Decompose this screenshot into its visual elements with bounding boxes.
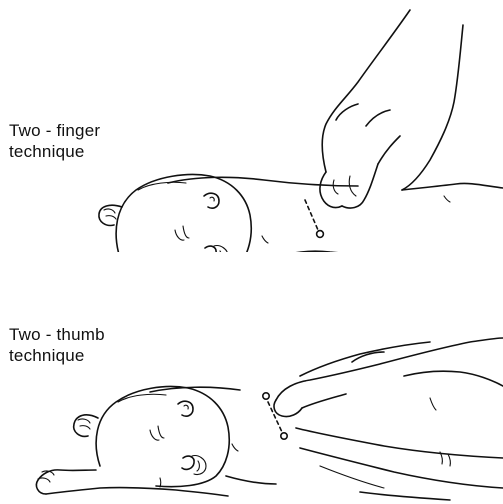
caption-line-2: technique <box>9 141 100 162</box>
infant-torso <box>168 177 358 252</box>
two-thumb-caption: Two - thumb technique <box>9 324 105 366</box>
infant-torso <box>150 387 276 484</box>
infant-head <box>116 175 251 252</box>
adult-hands <box>274 338 503 500</box>
caption-line-2: technique <box>9 345 105 366</box>
caption-line-1: Two - finger <box>9 120 100 141</box>
infant-fist <box>74 415 98 437</box>
two-thumb-panel: Two - thumb technique <box>0 252 503 504</box>
two-finger-caption: Two - finger technique <box>9 120 100 162</box>
two-thumb-illustration <box>0 252 503 504</box>
caption-line-1: Two - thumb <box>9 324 105 345</box>
two-finger-panel: Two - finger technique <box>0 0 503 252</box>
infant-head <box>96 387 229 487</box>
adult-hand <box>320 10 503 208</box>
compression-marker <box>305 200 323 237</box>
